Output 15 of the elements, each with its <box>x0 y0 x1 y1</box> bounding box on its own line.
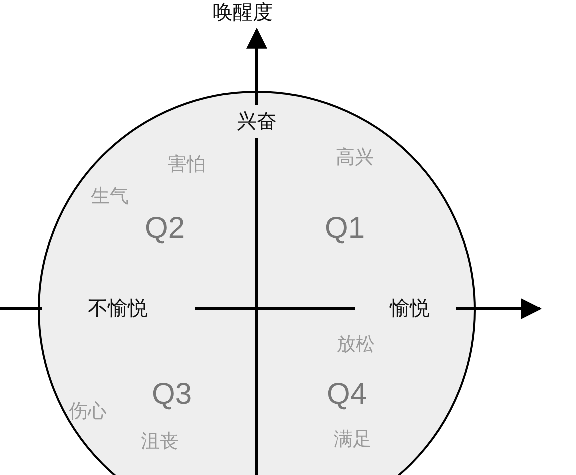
quadrant-label: Q2 <box>144 214 186 244</box>
emotion-label: 放松 <box>337 336 375 354</box>
emotion-label: 沮丧 <box>141 432 179 452</box>
emotion-label: 满足 <box>334 430 372 450</box>
axis-label: 唤醒度 <box>213 2 273 22</box>
quadrant-label: Q3 <box>152 380 192 410</box>
emotion-label: 害怕 <box>168 156 206 174</box>
emotion-label: 伤心 <box>69 402 107 422</box>
emotion-label: 生气 <box>91 188 129 206</box>
quadrant-label: Q1 <box>324 214 366 244</box>
axis-label: 不愉悦 <box>88 298 148 318</box>
emotion-label: 高兴 <box>336 148 374 168</box>
axis-label: 兴奋 <box>237 111 277 131</box>
quadrant-label: Q4 <box>326 380 368 410</box>
axis-label: 愉悦 <box>390 298 430 318</box>
